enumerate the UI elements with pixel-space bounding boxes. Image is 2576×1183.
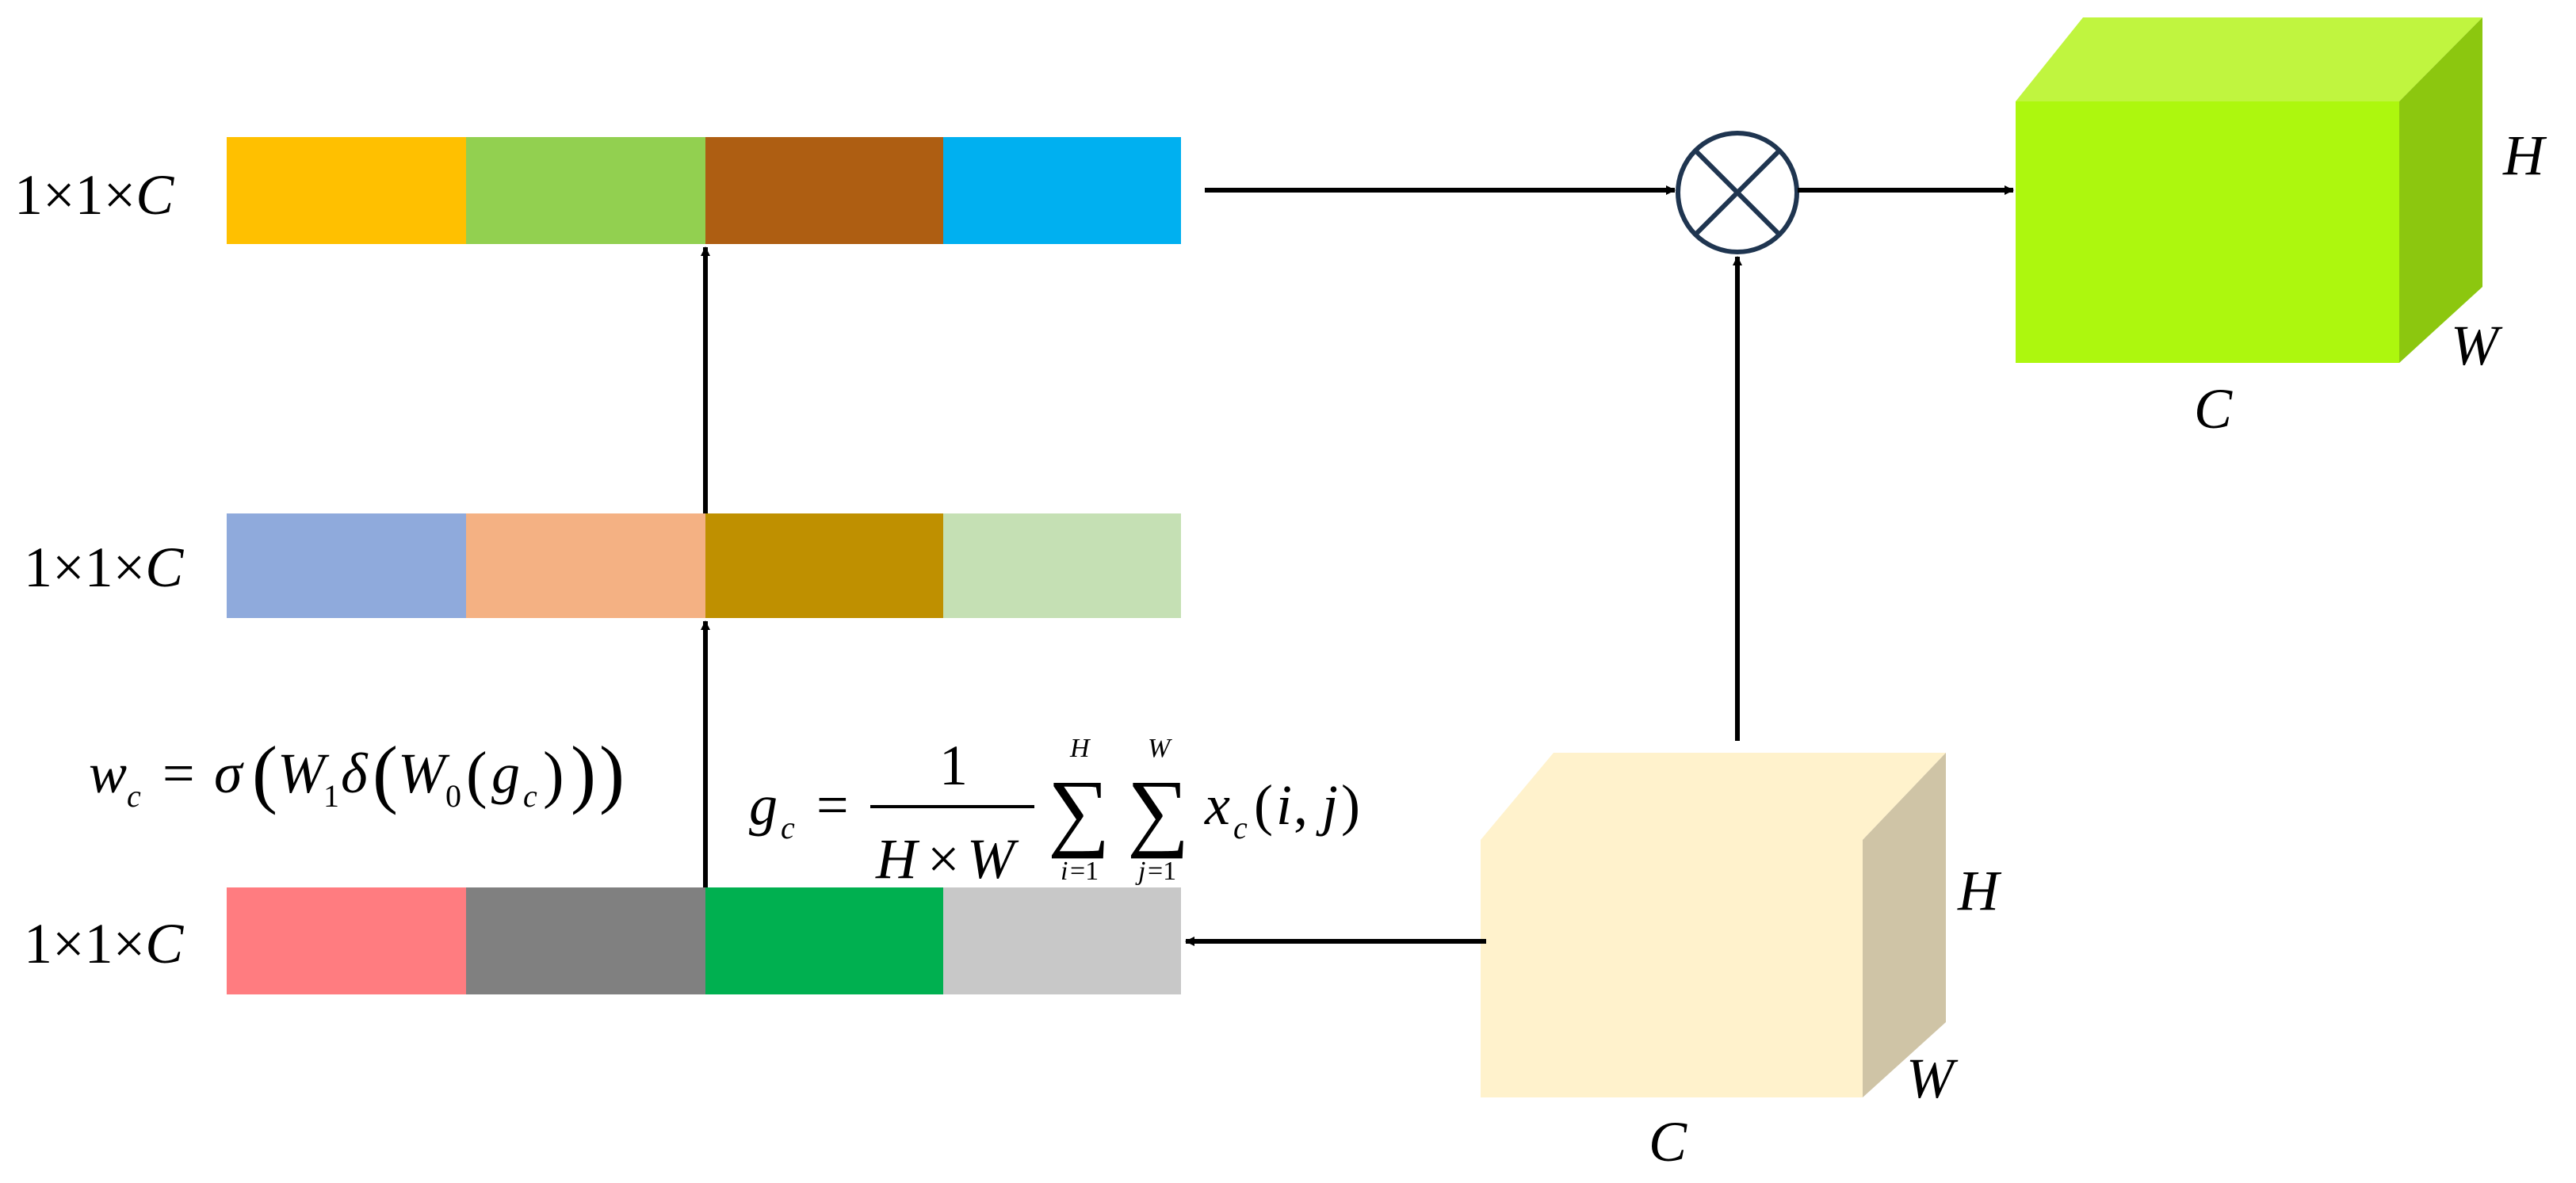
svg-text:H: H (1069, 734, 1091, 763)
svg-text:=1: =1 (1148, 857, 1176, 886)
svg-text:=: = (162, 742, 195, 805)
svg-text:W: W (398, 742, 450, 805)
svg-text:0: 0 (445, 778, 461, 814)
squeeze-equation: g c = 1 H × W H ∑ i =1 W ∑ j =1 x c ( i … (749, 734, 1360, 891)
bottom-vector-seg-4 (943, 887, 1181, 994)
svg-text:(: ( (1254, 773, 1273, 837)
top-vector-seg-4 (943, 137, 1181, 244)
middle-vector-label: 1×1×C (24, 536, 184, 599)
svg-text:=1: =1 (1070, 857, 1099, 886)
svg-text:1: 1 (939, 734, 968, 797)
bottom-vector-label: 1×1×C (24, 912, 184, 975)
bottom-channel-vector (227, 887, 1181, 994)
svg-text:g: g (491, 742, 520, 805)
svg-text:w: w (89, 742, 127, 805)
svg-text:): ) (1341, 773, 1360, 837)
svg-text:g: g (749, 773, 778, 837)
input-cube-label-h: H (1957, 859, 2002, 922)
middle-vector-seg-4 (943, 513, 1181, 618)
top-channel-vector (227, 137, 1181, 244)
top-vector-seg-3 (705, 137, 943, 244)
middle-vector-seg-3 (705, 513, 943, 618)
output-cube-label-h: H (2502, 124, 2547, 187)
middle-vector-seg-2 (466, 513, 705, 618)
output-cube-label-c: C (2194, 377, 2233, 441)
output-cube-side-face (2399, 17, 2482, 363)
top-vector-label: 1×1×C (14, 163, 174, 227)
svg-text:W: W (1148, 734, 1172, 763)
middle-vector-seg-1 (227, 513, 466, 618)
input-feature-cube (1481, 753, 1946, 1097)
svg-text:1: 1 (323, 778, 339, 814)
middle-channel-vector (227, 513, 1181, 618)
svg-text:c: c (127, 778, 141, 814)
input-cube-top-face (1481, 753, 1946, 840)
input-cube-side-face (1863, 753, 1946, 1097)
svg-text:c: c (523, 778, 537, 814)
input-cube-label-w: W (1906, 1047, 1959, 1110)
svg-text:x: x (1204, 773, 1230, 837)
input-cube-label-c: C (1649, 1110, 1687, 1173)
top-vector-seg-2 (466, 137, 705, 244)
svg-text:(: ( (466, 740, 487, 810)
svg-text:W: W (967, 827, 1019, 891)
svg-text:δ: δ (341, 742, 369, 805)
svg-text:c: c (1233, 810, 1248, 845)
bottom-vector-seg-3 (705, 887, 943, 994)
svg-text:): ) (543, 740, 564, 810)
output-cube-front-face (2016, 101, 2399, 363)
top-vector-seg-1 (227, 137, 466, 244)
svg-text:∑: ∑ (1048, 762, 1110, 859)
svg-text:,: , (1294, 773, 1308, 837)
svg-text:i: i (1061, 857, 1068, 886)
svg-text:j: j (1316, 773, 1338, 837)
bottom-vector-seg-1 (227, 887, 466, 994)
svg-text:(: ( (252, 731, 277, 815)
multiply-operator (1676, 131, 1799, 254)
svg-text:): ) (599, 731, 625, 815)
svg-text:j: j (1135, 857, 1145, 886)
svg-text:×: × (927, 827, 960, 891)
output-cube-top-face (2016, 17, 2482, 101)
output-feature-cube (2016, 17, 2482, 363)
output-cube-label-w: W (2451, 314, 2503, 377)
svg-text:c: c (781, 810, 795, 845)
svg-text:(: ( (373, 731, 398, 815)
svg-text:W: W (277, 742, 330, 805)
svg-text:∑: ∑ (1127, 762, 1189, 859)
svg-text:i: i (1276, 773, 1292, 837)
svg-text:=: = (816, 773, 849, 837)
svg-text:): ) (571, 731, 596, 815)
excitation-equation: w c = σ ( W 1 δ ( W 0 ( g c ) ) ) (89, 731, 625, 815)
input-cube-front-face (1481, 840, 1863, 1097)
bottom-vector-seg-2 (466, 887, 705, 994)
svg-text:σ: σ (214, 742, 244, 805)
svg-text:H: H (875, 827, 920, 891)
